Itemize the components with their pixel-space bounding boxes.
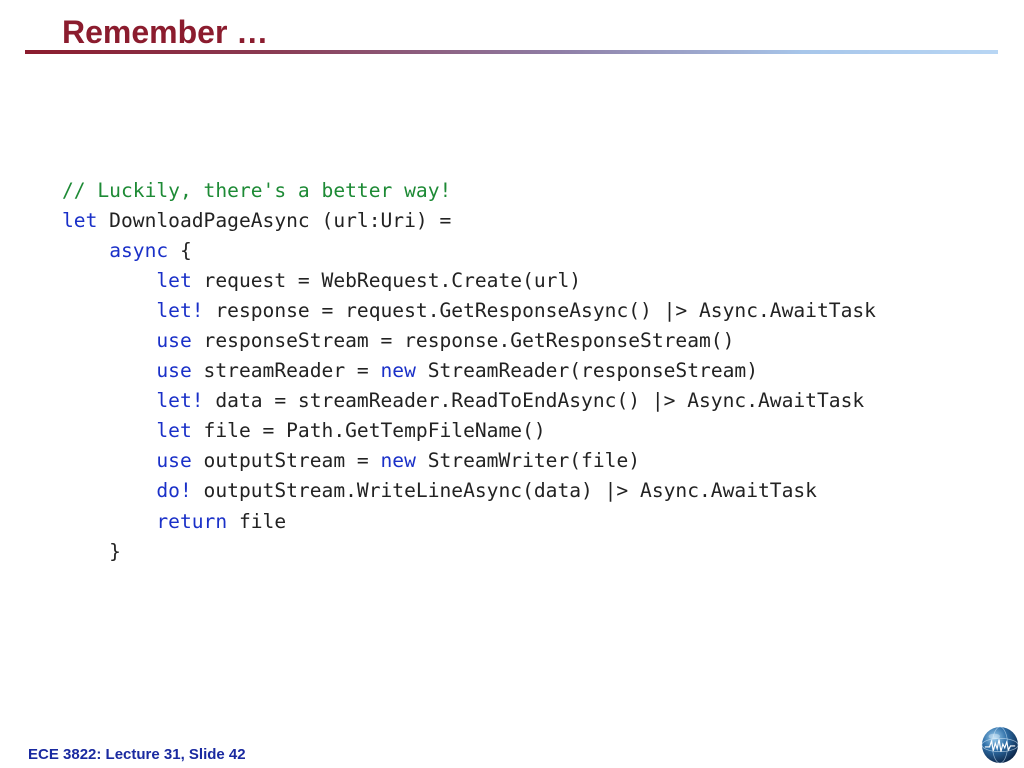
code-token-text (62, 419, 156, 442)
slide-title: Remember … (62, 14, 269, 50)
globe-icon (981, 726, 1019, 764)
code-token-keyword: use (156, 449, 192, 473)
code-line: let file = Path.GetTempFileName() (62, 416, 876, 446)
code-line: return file (62, 507, 876, 537)
code-token-text: outputStream = (191, 449, 381, 473)
code-line: let! response = request.GetResponseAsync… (62, 296, 876, 326)
code-token-keyword: let (156, 419, 192, 443)
code-token-text: request = WebRequest.Create(url) (191, 269, 582, 293)
code-token-keyword: let (62, 209, 98, 233)
code-block: // Luckily, there's a better way! let Dow… (62, 176, 876, 567)
code-token-text: } (62, 539, 121, 563)
code-token-keyword: new (380, 359, 416, 383)
code-line: use responseStream = response.GetRespons… (62, 326, 876, 356)
code-token-text (62, 479, 156, 502)
code-token-text (62, 299, 156, 322)
code-token-text: streamReader = (191, 359, 381, 383)
code-line: use outputStream = new StreamWriter(file… (62, 446, 876, 476)
code-token-keyword: let! (156, 389, 204, 413)
code-token-text: DownloadPageAsync (url:Uri) = (97, 209, 452, 233)
code-line: do! outputStream.WriteLineAsync(data) |>… (62, 476, 876, 506)
title-underline (25, 50, 998, 54)
code-token-text (62, 389, 156, 412)
code-line: } (62, 537, 876, 567)
code-line: async { (62, 236, 876, 266)
code-line: let request = WebRequest.Create(url) (62, 266, 876, 296)
code-token-text (62, 449, 156, 472)
code-line: let! data = streamReader.ReadToEndAsync(… (62, 386, 876, 416)
code-token-text: outputStream.WriteLineAsync(data) |> Asy… (191, 479, 817, 503)
code-token-keyword: do! (156, 479, 192, 503)
code-token-text: data = streamReader.ReadToEndAsync() |> … (203, 389, 865, 413)
code-line: // Luckily, there's a better way! (62, 176, 876, 206)
code-token-keyword: use (156, 329, 192, 353)
code-token-text (62, 329, 156, 352)
code-line: use streamReader = new StreamReader(resp… (62, 356, 876, 386)
code-token-keyword: let! (156, 299, 204, 323)
code-token-comment: // Luckily, there's a better way! (62, 179, 452, 202)
code-token-text (62, 269, 156, 292)
code-token-text (62, 359, 156, 382)
code-line: let DownloadPageAsync (url:Uri) = (62, 206, 876, 236)
code-token-text: response = request.GetResponseAsync() |>… (203, 299, 876, 323)
code-token-keyword: new (380, 449, 416, 473)
code-token-text (62, 510, 156, 533)
code-token-text: file (227, 509, 287, 533)
code-token-text: { (168, 239, 192, 263)
code-token-keyword: use (156, 359, 192, 383)
code-token-keyword: let (156, 269, 192, 293)
code-token-text: StreamWriter(file) (415, 449, 641, 473)
code-token-keyword: return (156, 509, 228, 533)
code-token-text: responseStream = response.GetResponseStr… (191, 329, 735, 353)
code-token-text: file = Path.GetTempFileName() (191, 419, 546, 443)
code-token-text: StreamReader(responseStream) (415, 359, 759, 383)
code-token-text (62, 239, 109, 262)
code-token-keyword: async (109, 239, 169, 263)
slide-footer: ECE 3822: Lecture 31, Slide 42 (28, 746, 246, 763)
